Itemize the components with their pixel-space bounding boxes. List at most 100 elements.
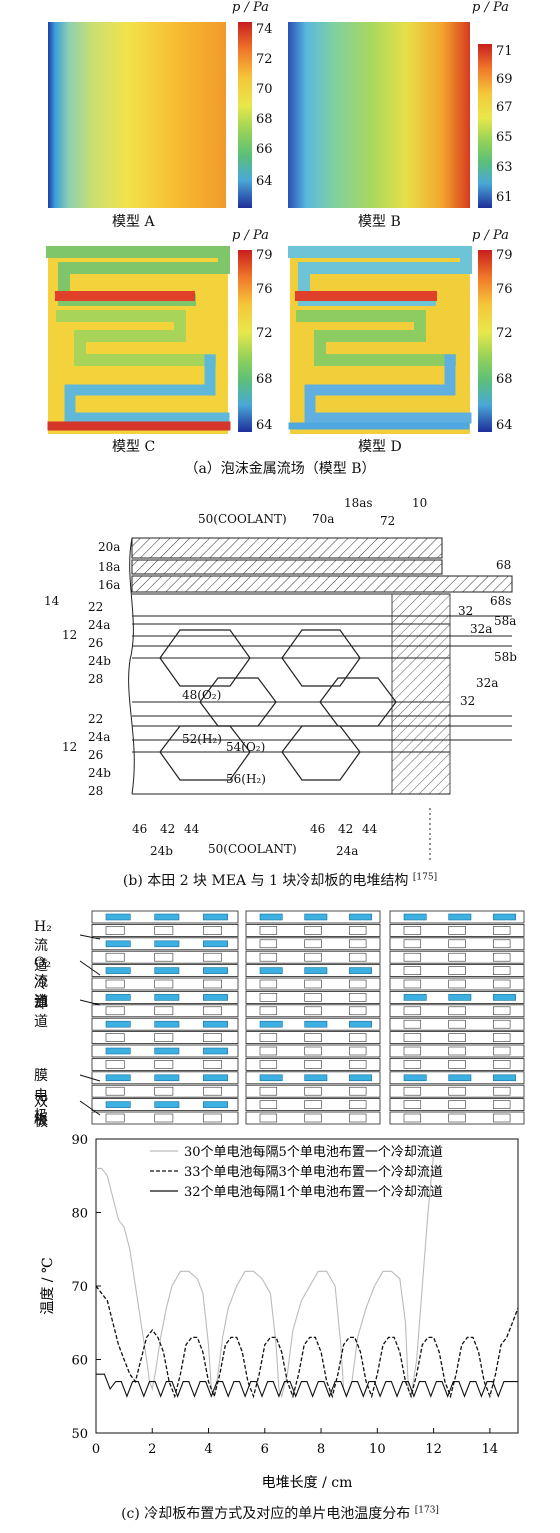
gas-channel (403, 1060, 422, 1069)
cell-plate (389, 923, 525, 937)
gas-channel (154, 1006, 174, 1016)
x-tick-label: 14 (482, 1442, 499, 1457)
coolant-channel (349, 967, 372, 974)
gas-channel (203, 1086, 222, 1096)
coolant-channel (154, 1074, 180, 1082)
cell-plate (245, 977, 381, 991)
coolant-channel (448, 1074, 472, 1082)
cell-plate (389, 910, 525, 924)
gas-channel (154, 1113, 174, 1123)
cell-plate (389, 1057, 525, 1071)
coolant-channel (203, 913, 228, 921)
coolant-channel (105, 940, 131, 948)
gas-channel (448, 1033, 466, 1042)
legend-label-3: 32个单电池每隔1个单电池布置一个冷却流道 (184, 1184, 443, 1200)
gas-channel (403, 1100, 422, 1109)
coolant-channel (304, 913, 328, 921)
cell-plate (389, 937, 525, 951)
coolant-channel (203, 1074, 228, 1082)
tick: 71 (496, 44, 513, 59)
y-tick-label: 50 (71, 1427, 88, 1442)
coolant-channel (403, 994, 427, 1001)
gas-channel (349, 1006, 367, 1016)
tick: 76 (256, 282, 273, 297)
y-tick-label: 90 (71, 1133, 88, 1148)
label-52: 52(H₂) (182, 732, 222, 746)
cell-plate (389, 1084, 525, 1098)
cell-plate (91, 1071, 239, 1085)
coolant-channel (203, 1047, 228, 1055)
tick: 66 (256, 142, 273, 157)
gas-channel (259, 1060, 278, 1069)
cell-plate (245, 1017, 381, 1031)
label-32a-3: 32a (476, 676, 499, 690)
caption-c: (c) 冷却板布置方式及对应的单片电池温度分布 [173] (0, 1503, 560, 1523)
gas-channel (304, 939, 322, 949)
gas-channel (105, 1006, 125, 1016)
coolant-channel (105, 1020, 131, 1028)
label-24a-2: 24a (88, 730, 111, 744)
gas-channel (154, 926, 174, 935)
gas-channel (203, 979, 222, 989)
tick: 74 (256, 22, 273, 37)
cell-plate (245, 991, 381, 1004)
series-line-1 (96, 1153, 435, 1399)
label-24b-2: 24b (88, 766, 111, 780)
cell-plate (389, 1004, 525, 1018)
tick: 69 (496, 72, 513, 87)
gas-channel (349, 926, 367, 935)
label-18as: 18as (344, 496, 373, 510)
gas-channel (493, 939, 511, 949)
gas-channel (105, 1113, 125, 1123)
coolant-channel (154, 940, 180, 948)
gas-channel (154, 1033, 174, 1042)
gas-channel (304, 1033, 322, 1042)
cell-plate (389, 950, 525, 964)
gas-channel (448, 926, 466, 935)
caption-b: (b) 本田 2 块 MEA 与 1 块冷却板的电堆结构 [175] (0, 870, 560, 890)
tick: 68 (496, 372, 513, 387)
tick: 63 (496, 160, 513, 175)
coolant-channel (154, 967, 180, 974)
cell-plate (389, 1111, 525, 1125)
tick: 65 (496, 130, 513, 145)
gas-channel (304, 993, 322, 1002)
x-axis-label: 电堆长度 / cm (262, 1475, 353, 1491)
x-tick-label: 2 (148, 1442, 156, 1457)
gas-channel (349, 1113, 367, 1123)
tick: 61 (496, 190, 513, 205)
coolant-channel (403, 913, 427, 921)
cell-plate (245, 937, 381, 951)
coolant-channel (203, 1101, 228, 1108)
cell-plate (245, 923, 381, 937)
cell-plate (389, 1017, 525, 1031)
cell-plate (389, 1031, 525, 1044)
cell-plate (91, 1111, 239, 1125)
gas-channel (448, 1046, 466, 1056)
label-54: 54(O₂) (226, 740, 266, 754)
cell-plate (91, 1004, 239, 1018)
gas-channel (203, 1033, 222, 1042)
gas-channel (403, 939, 422, 949)
gas-channel (259, 979, 278, 989)
gas-channel (493, 1033, 511, 1042)
label-12a: 12 (62, 628, 78, 642)
gas-channel (403, 1046, 422, 1056)
label-32b: 32 (460, 694, 476, 708)
gas-channel (493, 1086, 511, 1096)
label-mea: 膜电极 (34, 1068, 48, 1124)
gas-channel (259, 1100, 278, 1109)
gas-channel (403, 1113, 422, 1123)
label-42b: 42 (338, 822, 354, 836)
gas-channel (448, 939, 466, 949)
cell-plate (245, 1004, 381, 1018)
cell-plate (91, 1084, 239, 1098)
label-cool-1: 冷却 (34, 976, 48, 1012)
pointer-line (79, 934, 101, 940)
gas-channel (349, 1100, 367, 1109)
part-a-figure (46, 22, 492, 434)
cell-plate (91, 1031, 239, 1044)
plot-frame (95, 1138, 519, 1434)
gas-channel (304, 1113, 322, 1123)
y-axis-label: 温度 / ℃ (40, 1257, 56, 1314)
